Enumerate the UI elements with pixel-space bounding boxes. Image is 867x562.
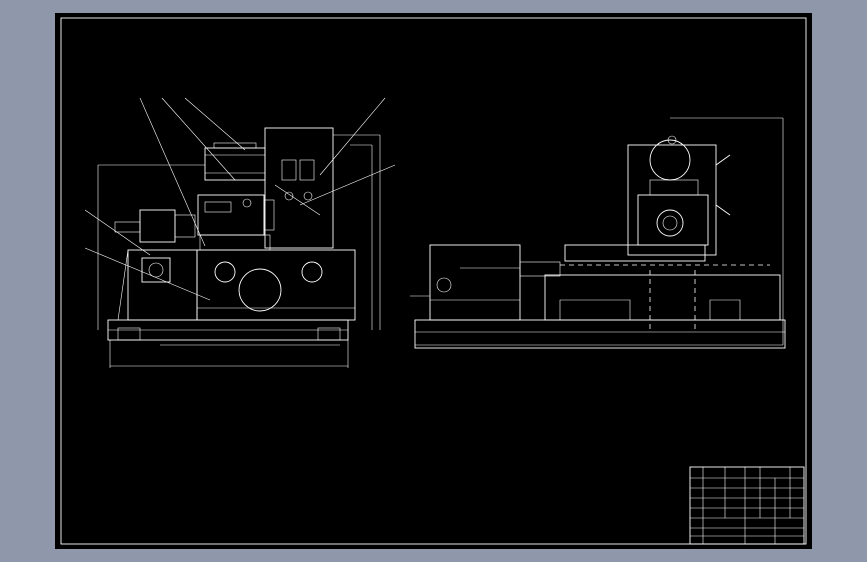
main-bearing-bore (238, 268, 282, 312)
leader-5 (299, 164, 396, 206)
leader-6 (84, 209, 151, 256)
motor-end (649, 139, 691, 181)
handle-bottom (715, 204, 731, 216)
leader-1 (139, 97, 206, 247)
tailstock (429, 244, 521, 321)
cad-viewport[interactable] (55, 13, 812, 549)
front-view (84, 97, 396, 368)
bore-left (214, 261, 236, 283)
handle-top (715, 154, 731, 166)
control-panel (264, 127, 334, 249)
gear-housing (196, 249, 356, 321)
side-view (410, 117, 786, 349)
title-block (689, 466, 805, 545)
left-support (127, 249, 198, 321)
reducer (197, 194, 265, 236)
drawing-border (60, 17, 807, 545)
bore-right (301, 261, 323, 283)
cad-drawing (60, 17, 807, 545)
headstock (627, 144, 717, 256)
leader-4 (319, 97, 386, 176)
leader-3 (184, 97, 246, 151)
left-motor (139, 209, 176, 243)
coupling (519, 261, 561, 277)
side-base (414, 319, 786, 349)
leader-2 (161, 97, 236, 181)
spindle-face (656, 209, 684, 237)
motor (204, 147, 266, 181)
